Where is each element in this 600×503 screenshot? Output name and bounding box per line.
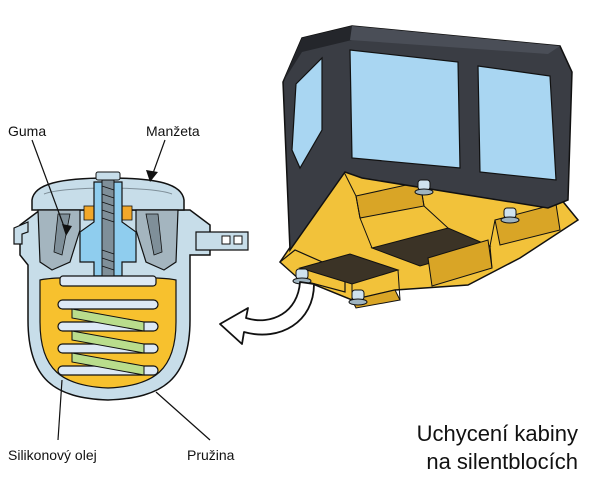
label-manzeta: Manžeta [146, 123, 200, 139]
curved-arrow-icon [219, 281, 315, 345]
leader-lines [31, 139, 211, 441]
cab-window-left [291, 56, 323, 170]
label-pruzina: Pružina [187, 447, 235, 463]
cab-window-right [477, 65, 557, 181]
silentblock-cross-section [13, 139, 249, 441]
label-guma: Guma [8, 123, 47, 139]
cab-mounts [292, 179, 520, 306]
cab-platform [279, 169, 580, 309]
title-line-2: na silentblocích [426, 449, 578, 474]
title-line-1: Uchycení kabiny [416, 421, 578, 446]
cab-window-front [349, 49, 461, 169]
cab-body [282, 25, 573, 253]
spring [57, 299, 159, 376]
cab-illustration [279, 25, 580, 309]
label-silikonovy-olej: Silikonový olej [8, 447, 97, 463]
